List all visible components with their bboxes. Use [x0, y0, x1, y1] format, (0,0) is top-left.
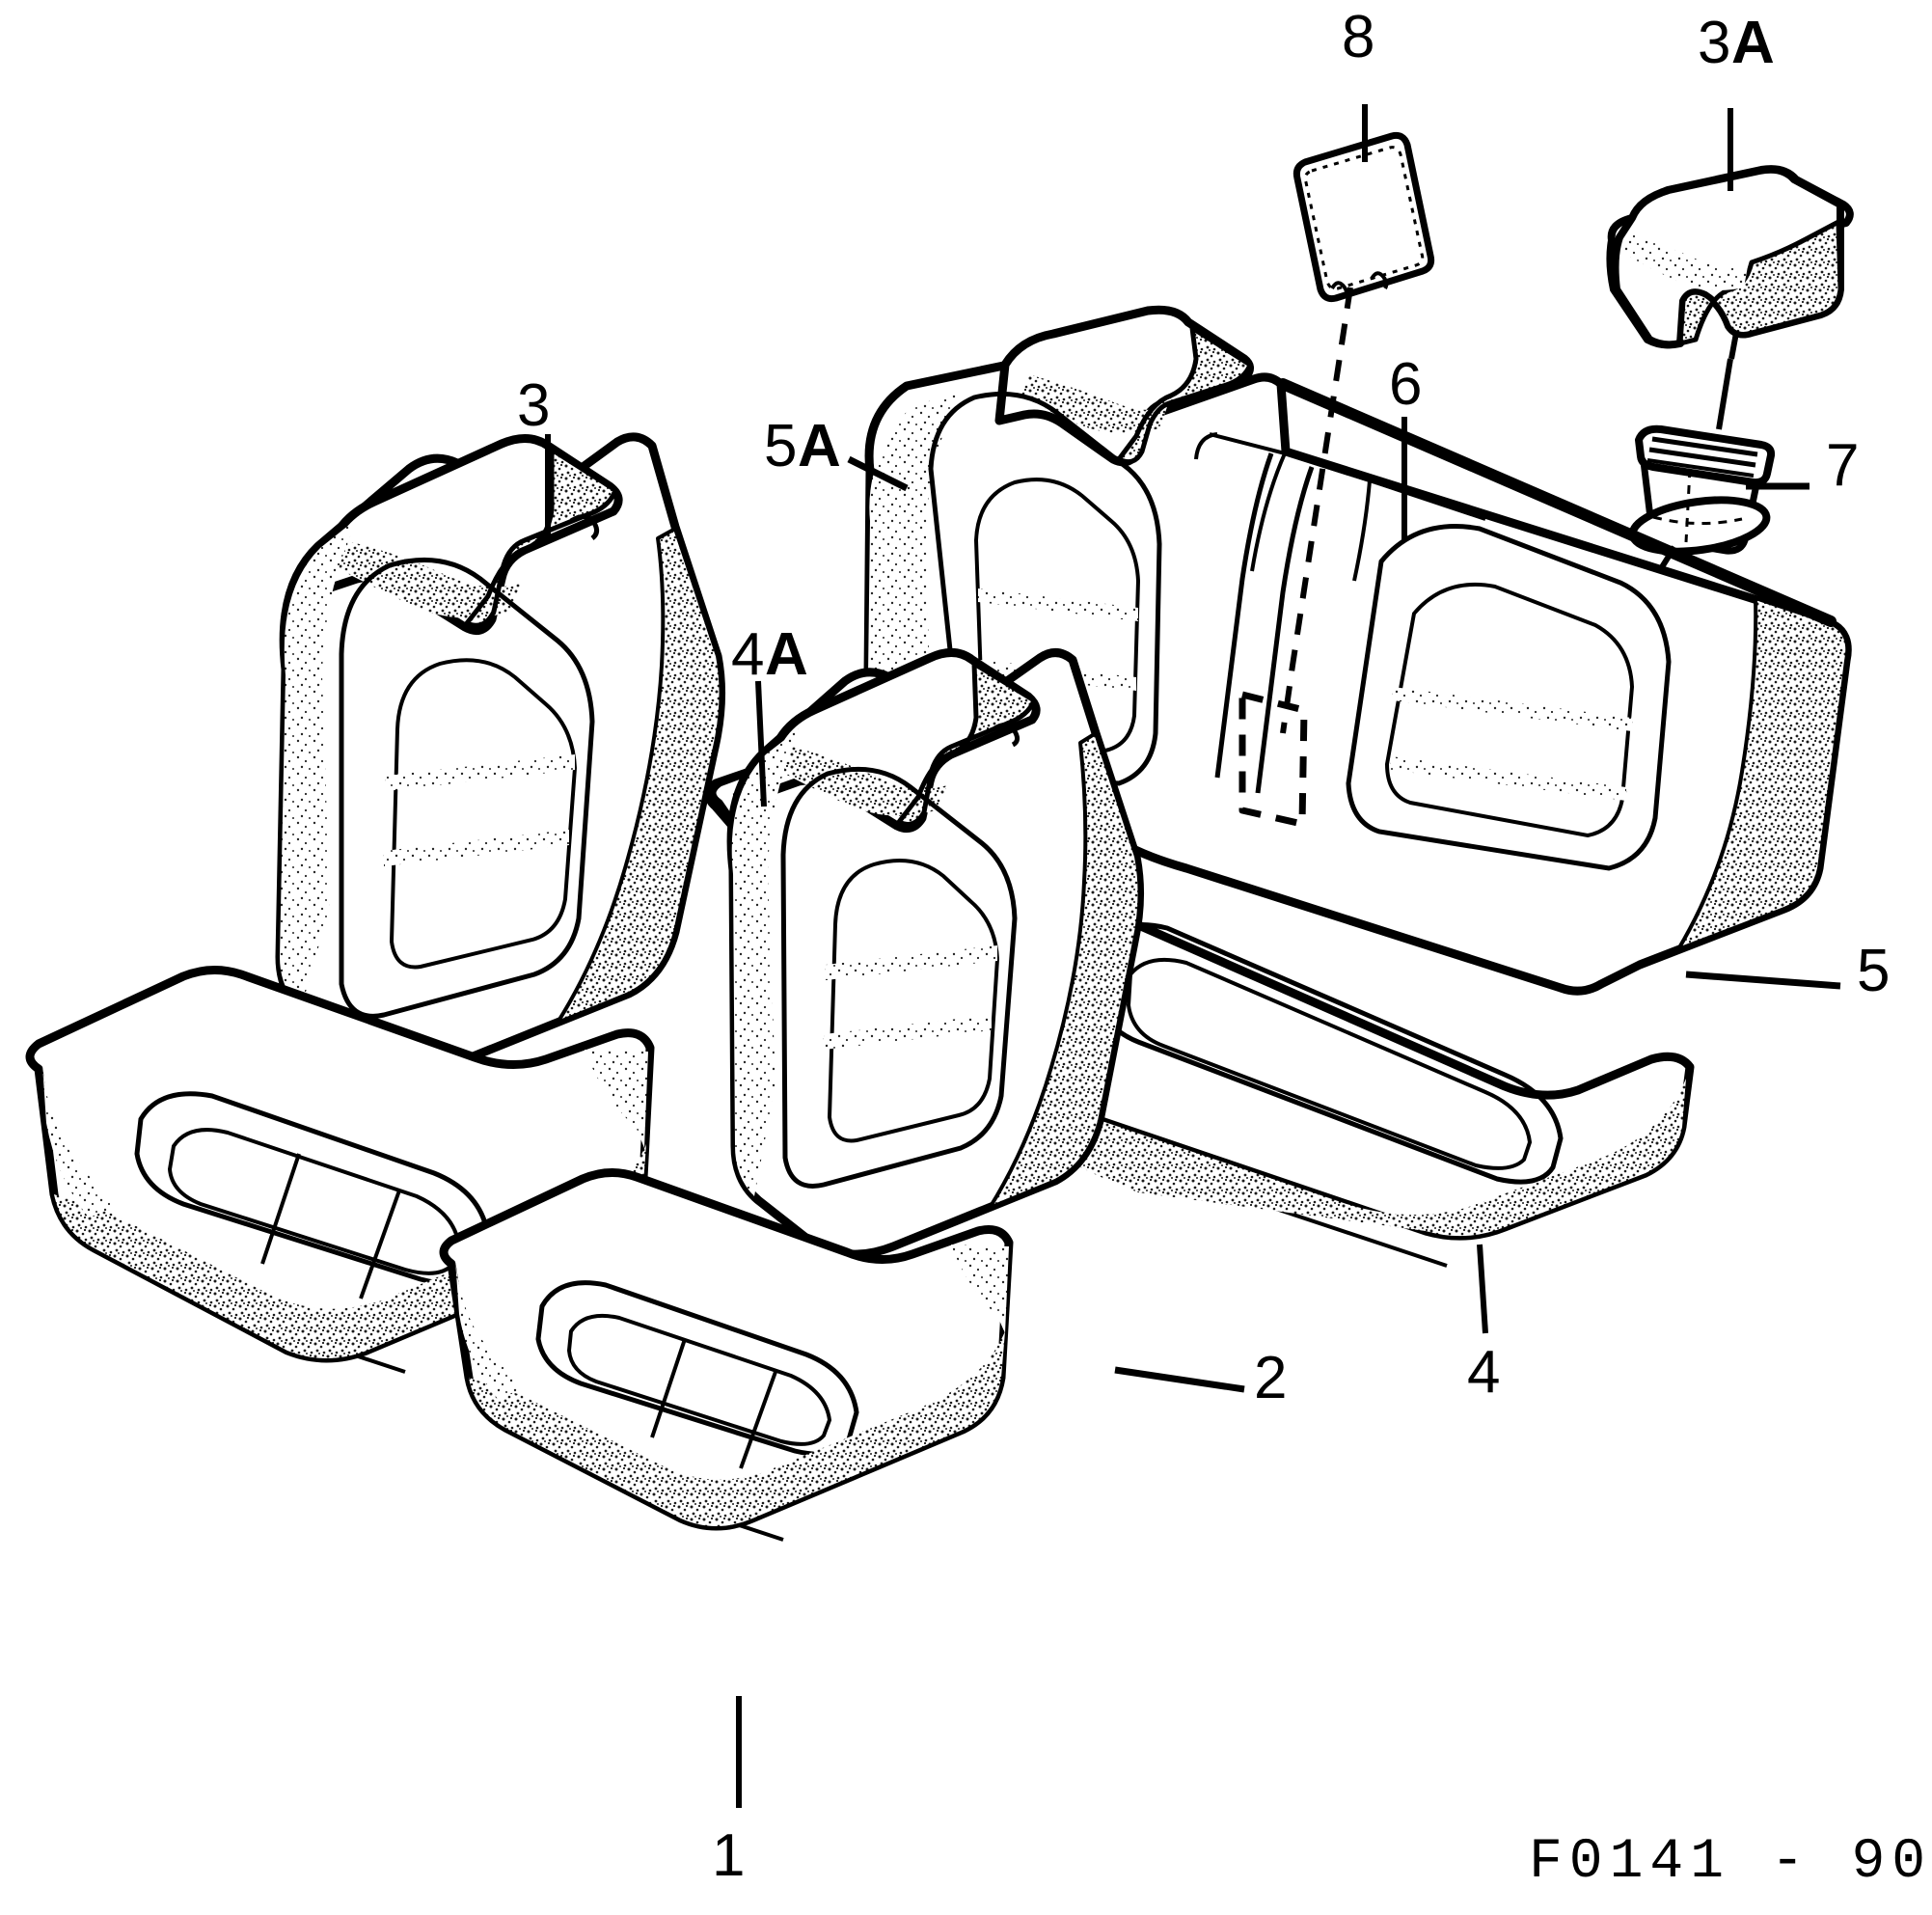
callout-3: 3 [517, 376, 551, 436]
callout-7-label: 7 [1826, 432, 1860, 499]
callout-4a-label: 4 [731, 621, 765, 688]
callout-2-label: 2 [1254, 1345, 1288, 1411]
callout-8: 8 [1342, 8, 1375, 68]
part-3a-head-restraint [1606, 165, 1854, 360]
part-7-head-restraint-guide-sleeve [1602, 358, 1776, 608]
callout-3a-label: 3 [1698, 10, 1731, 76]
front-seat-right [439, 648, 1145, 1542]
callout-3-label: 3 [517, 372, 551, 439]
part-8-centre-armrest-panel [1293, 131, 1435, 303]
callout-4: 4 [1467, 1343, 1501, 1403]
callout-8-label: 8 [1342, 4, 1375, 70]
callout-5a-label: 5 [764, 413, 798, 479]
callout-7: 7 [1826, 436, 1860, 496]
callout-5: 5 [1857, 942, 1891, 1001]
callout-6-label: 6 [1389, 351, 1423, 418]
callout-1-label: 1 [712, 1822, 746, 1889]
callout-1: 1 [712, 1826, 746, 1886]
callout-4a: 4A [731, 625, 808, 685]
callout-3a: 3A [1698, 14, 1775, 73]
callout-3a-suffix: A [1730, 10, 1776, 76]
callout-2: 2 [1254, 1349, 1288, 1409]
leader-lines [545, 104, 1841, 1808]
drawing-number: F0141 - 9000 [1529, 1831, 1932, 1894]
callout-4-label: 4 [1467, 1339, 1501, 1406]
callout-6: 6 [1389, 355, 1423, 415]
callout-5a: 5A [764, 417, 841, 477]
callout-5a-suffix: A [797, 413, 842, 479]
callout-5-label: 5 [1857, 938, 1891, 1004]
callout-4a-suffix: A [764, 621, 809, 688]
